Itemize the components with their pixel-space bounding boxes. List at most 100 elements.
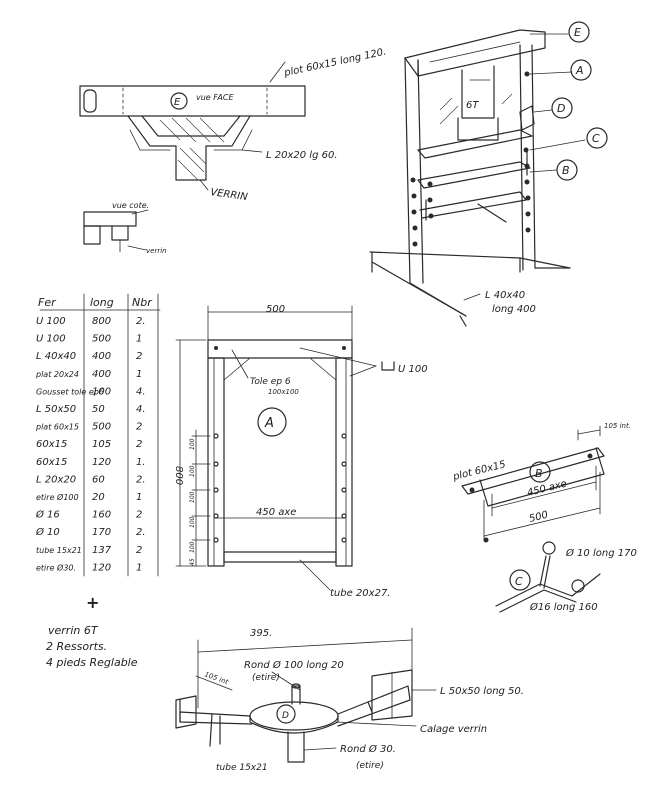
part-b-int: 105 int.	[604, 422, 631, 430]
table-cell-r1-c1: 500	[92, 334, 111, 345]
part-d-l-label: L 50x50 long 50.	[440, 686, 524, 697]
table-cell-r13-c0: tube 15x21	[36, 546, 82, 555]
table-cell-r9-c0: L 20x20	[36, 474, 76, 485]
u100-label: U 100	[398, 364, 428, 375]
table-cell-r14-c2: 1	[136, 562, 142, 573]
accessory-verrin: verrin 6T	[48, 624, 99, 637]
marker-b: B	[562, 164, 570, 177]
part-d-tube: tube 15x21	[216, 763, 268, 773]
frame-width: 500	[266, 304, 285, 315]
angle-label: L 20x20 lg 60.	[266, 150, 338, 161]
table-cell-r11-c2: 2	[136, 510, 142, 521]
part-b-marker: B	[535, 467, 543, 480]
header-long: long	[90, 296, 114, 309]
part-d-etire2: (etire)	[356, 761, 384, 771]
verrin-label: VERRIN	[210, 187, 249, 203]
frame-bottom: 45	[189, 558, 196, 566]
frame-spacing-labels: 100 100 100 100 100	[189, 438, 196, 553]
plot-label: plot 60x15 long 120.	[282, 47, 387, 80]
part-d-rond30: Rond Ø 30.	[340, 743, 396, 755]
marker-d: D	[557, 102, 565, 115]
table-cell-r3-c2: 1	[136, 369, 142, 380]
table-cell-r5-c0: L 50x50	[36, 404, 76, 415]
marker-e: E	[574, 26, 581, 39]
part-b-plot: plot 60x15	[451, 459, 507, 483]
press-3d	[369, 21, 608, 327]
table-cell-r12-c1: 170	[92, 527, 111, 538]
marker-e-detail: E	[174, 97, 181, 108]
accessory-ressorts: 2 Ressorts.	[46, 640, 107, 653]
table-cell-r6-c2: 2	[136, 422, 142, 433]
foot-long: long 400	[492, 304, 536, 315]
table-cell-r13-c2: 2	[136, 545, 142, 556]
accessory-pieds: 4 pieds Reglable	[46, 656, 138, 669]
table-cell-r14-c0: etire Ø30.	[36, 562, 76, 572]
table-cell-r2-c2: 2	[136, 351, 142, 362]
table-cell-r7-c1: 105	[92, 439, 111, 450]
table-cell-r1-c0: U 100	[36, 334, 66, 345]
table-cell-r0-c1: 800	[92, 316, 111, 327]
part-d-width: 395.	[250, 628, 272, 639]
table-cell-r8-c0: 60x15	[36, 457, 67, 468]
frame-tube: tube 20x27.	[330, 588, 390, 599]
table-cell-r2-c0: L 40x40	[36, 351, 76, 362]
table-cell-r4-c2: 4.	[136, 386, 146, 397]
frame-spacing-2: 100	[189, 491, 196, 503]
table-cell-r6-c0: plat 60x15	[35, 423, 79, 432]
table-cell-r4-c0: Gousset tole ep6	[36, 387, 104, 396]
marker-c: C	[592, 132, 600, 145]
table-cell-r9-c1: 60	[92, 474, 105, 485]
table-cell-r10-c0: etire Ø100	[36, 492, 79, 502]
table-cell-r12-c0: Ø 10	[35, 526, 60, 538]
table-cell-r14-c1: 120	[92, 562, 111, 573]
table-cell-r10-c1: 20	[92, 492, 105, 503]
frame-axis: 450 axe	[256, 507, 296, 518]
table-cell-r4-c1: 100	[92, 386, 111, 397]
table-cell-r9-c2: 2.	[136, 474, 146, 485]
frame-spacing-4: 100	[189, 541, 196, 553]
tole-label: Tole ep 6	[250, 377, 291, 387]
vue-face-label: vue FACE	[196, 93, 234, 102]
frame-spacing-0: 100	[189, 438, 196, 450]
verrin-small-label: verrin	[146, 247, 167, 255]
part-d-etire: (etire)	[252, 673, 280, 683]
part-d-calage: Calage verrin	[420, 724, 487, 735]
part-b	[461, 425, 605, 543]
table-cell-r3-c1: 400	[92, 369, 111, 380]
parts-table: Fer long Nbr	[38, 296, 153, 309]
plus-sign: +	[86, 593, 99, 612]
table-cell-r0-c2: 2.	[136, 316, 146, 327]
table-cell-r12-c2: 2.	[136, 527, 146, 538]
marker-a: A	[575, 64, 584, 77]
jack-label: 6T	[466, 100, 479, 111]
frame-marker-a: A	[264, 416, 274, 431]
part-d-rond: Rond Ø 100 long 20	[244, 659, 344, 671]
frame-spacing-3: 100	[189, 516, 196, 528]
part-c	[495, 541, 601, 613]
table-cell-r8-c2: 1.	[136, 457, 146, 468]
table-cell-r13-c1: 137	[92, 545, 112, 556]
table-cell-r5-c1: 50	[92, 404, 105, 415]
frame-a	[175, 305, 395, 591]
table-cell-r10-c2: 1	[136, 492, 142, 503]
table-cell-r0-c0: U 100	[36, 316, 66, 327]
part-c-top: Ø 10 long 170	[565, 547, 637, 559]
frame-spacing-1: 100	[189, 465, 196, 477]
table-cell-r11-c0: Ø 16	[35, 509, 60, 521]
table-cell-r5-c2: 4.	[136, 404, 146, 415]
table-cell-r2-c1: 400	[92, 351, 111, 362]
foot-label: L 40x40	[485, 290, 525, 301]
tole-size: 100x100	[268, 388, 299, 396]
part-c-marker: C	[515, 575, 523, 588]
table-cell-r7-c0: 60x15	[36, 439, 67, 450]
header-nbr: Nbr	[132, 296, 153, 309]
detail-e-front	[79, 61, 306, 191]
frame-height: 800	[173, 466, 184, 485]
table-cell-r8-c1: 120	[92, 457, 111, 468]
part-b-length: 500	[528, 510, 549, 525]
table-cell-r7-c2: 2	[136, 439, 142, 450]
part-d	[175, 627, 437, 763]
table-cell-r1-c2: 1	[136, 334, 142, 345]
